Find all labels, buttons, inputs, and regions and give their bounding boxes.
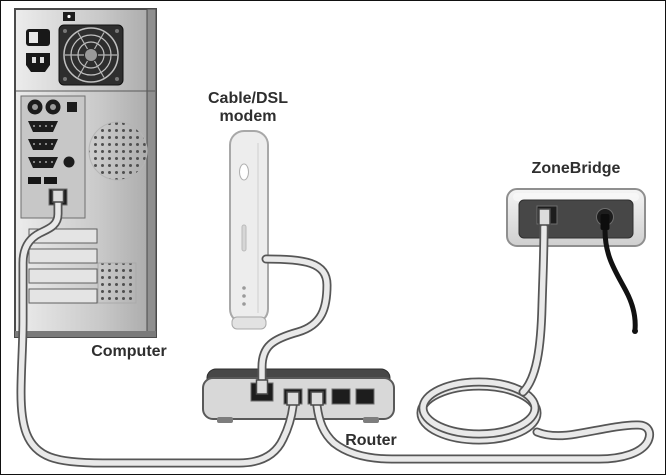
modem-button-icon (239, 163, 249, 181)
serial-port-icon (28, 121, 58, 132)
labels: Cable/DSL modem Computer ZoneBridge Rout… (91, 90, 620, 449)
modem-label-line1: Cable/DSL (208, 90, 288, 107)
ethernet-cable-computer-to-router (16, 195, 298, 468)
usb-port-icon (28, 177, 41, 184)
modem-led-icons (242, 286, 246, 306)
router-wan-plug-icon (255, 379, 269, 395)
square-vent-icon (97, 262, 137, 304)
cable-coil (416, 377, 542, 445)
modem-body (229, 130, 269, 324)
router-foot (217, 417, 233, 423)
modem-stand (231, 316, 267, 330)
zonebridge-power-cable (600, 214, 638, 334)
aux-port-icon (67, 102, 77, 112)
expansion-slots (28, 228, 98, 304)
router-lan-plug-icon (286, 391, 300, 406)
router-label: Router (345, 432, 397, 449)
vga-port-icon (28, 157, 58, 168)
router-foot (363, 417, 379, 423)
ethernet-cable-router-to-zonebridge (312, 222, 655, 464)
zonebridge-back-panel (518, 199, 634, 239)
power-inlet-icon (26, 53, 50, 72)
modem-label-line2: modem (220, 108, 277, 125)
computer-label: Computer (91, 343, 167, 360)
ethernet-cable-modem-to-router (257, 254, 332, 394)
round-vent-icon (88, 121, 148, 181)
zonebridge-top-highlight (513, 193, 639, 201)
router-lan-plug-icon (310, 391, 324, 406)
zonebridge-ethernet-plug-icon (538, 208, 551, 226)
zonebridge-label: ZoneBridge (532, 160, 621, 177)
audio-port-icon (63, 156, 75, 168)
serial-port-icon (28, 139, 58, 150)
cable-dsl-modem (229, 130, 269, 330)
computer-tower (14, 8, 157, 338)
psu-fan-grille-icon (58, 24, 124, 86)
tower-base (15, 331, 156, 337)
power-switch-icon (26, 29, 50, 46)
tower-side-edge (146, 8, 157, 338)
computer-cable-plug-icon (51, 189, 65, 203)
zonebridge-device (506, 188, 646, 247)
usb-port-icon (44, 177, 57, 184)
tower-top-badge (63, 12, 75, 21)
power-plug-icon (600, 214, 610, 230)
modem-slot (241, 224, 247, 252)
